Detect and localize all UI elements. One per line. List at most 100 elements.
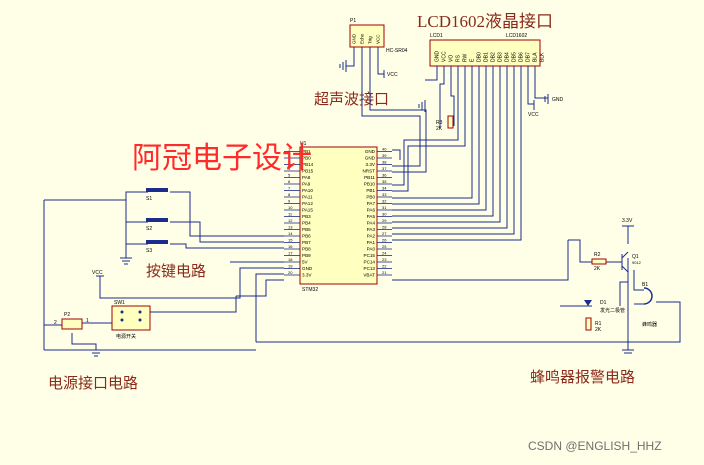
mcu-right-pin-label: PB1 bbox=[366, 188, 375, 193]
mcu-right-pin-label: PC14 bbox=[364, 260, 376, 265]
ultrasonic-vcc-label: VCC bbox=[387, 72, 398, 78]
resistor-r1: R1 2K bbox=[585, 317, 602, 333]
resistor-r2: R2 2K bbox=[591, 252, 607, 272]
title-ultrasonic-interface: 超声波接口 bbox=[314, 90, 389, 108]
switch-s1: S1 bbox=[146, 188, 168, 202]
lcd-pin-label: VCC bbox=[442, 51, 448, 62]
switch-s2: S2 bbox=[146, 218, 168, 232]
mcu-designator: U1 bbox=[300, 141, 307, 147]
title-key-circuit: 按键电路 bbox=[146, 262, 206, 280]
s3-label: S3 bbox=[146, 248, 152, 254]
lcd-pin-label: RS bbox=[456, 54, 462, 62]
sw1-designator: SW1 bbox=[114, 300, 125, 306]
mcu-right-pin-label: PC13 bbox=[364, 266, 376, 271]
r3-value: 2K bbox=[436, 126, 443, 132]
sw1-label: 电源开关 bbox=[116, 333, 136, 340]
lcd-pin-label: DB2 bbox=[491, 52, 497, 62]
lcd-pin-label: DB5 bbox=[512, 52, 518, 62]
mcu-left-pin-label: PB5 bbox=[302, 227, 311, 232]
r2-value: 2K bbox=[594, 266, 601, 272]
mcu-left-pin-label: PA12 bbox=[302, 201, 313, 206]
mcu-left-pin-number: 8 bbox=[288, 192, 291, 197]
mcu-right-pin-number: 29 bbox=[382, 218, 387, 223]
lcd-pin-label: DB0 bbox=[477, 52, 483, 62]
ultrasonic-part: HC-SR04 bbox=[386, 48, 408, 54]
mcu-left-pin-number: 2 bbox=[288, 153, 291, 158]
mcu-right-pin-number: 21 bbox=[382, 270, 387, 275]
led-d1: D1 发光二极管 bbox=[584, 300, 625, 314]
title-lcd-interface: LCD1602液晶接口 bbox=[417, 12, 553, 31]
vcc-symbol: VCC bbox=[92, 270, 104, 282]
power-switch-sw1: SW1 电源开关 bbox=[111, 300, 151, 340]
s2-label: S2 bbox=[146, 226, 152, 232]
lcd-pin-label: VO bbox=[449, 55, 455, 62]
lcd-pin-label: DB4 bbox=[505, 52, 511, 62]
transistor-q1 bbox=[621, 251, 629, 273]
v33-label: 3.3V bbox=[622, 218, 633, 224]
mcu-left-pin-label: PB14 bbox=[302, 162, 314, 167]
ultrasonic-designator: P1 bbox=[350, 18, 356, 24]
mcu-left-pin-number: 18 bbox=[288, 257, 293, 262]
watermark: CSDN @ENGLISH_HHZ bbox=[528, 439, 662, 453]
r1-label: R1 bbox=[595, 321, 602, 327]
mcu-left-pin-number: 3 bbox=[288, 160, 291, 165]
lcd-pin-label: E bbox=[470, 58, 476, 62]
p2-pin2: 2 bbox=[54, 320, 57, 326]
ultrasonic-pin-label: Echo bbox=[360, 33, 365, 44]
mcu-right-pin-number: 33 bbox=[382, 192, 387, 197]
mcu-right-pin-label: PA4 bbox=[367, 221, 376, 226]
lcd-designator: LCD1 bbox=[430, 33, 443, 39]
mcu-left-pin-label: 3.3V bbox=[302, 273, 312, 278]
mcu-left-pin-number: 20 bbox=[288, 270, 293, 275]
mcu-left-pin-number: 4 bbox=[288, 166, 291, 171]
mcu-right-pin-label: PA1 bbox=[367, 240, 376, 245]
lcd-pin-label: DB7 bbox=[526, 52, 532, 62]
ultrasonic-vcc-symbol: VCC bbox=[383, 70, 398, 78]
mcu-right-pin-label: VBAT bbox=[363, 273, 375, 278]
power-connector-p2: P2 1 2 bbox=[54, 312, 89, 330]
mcu-right-pin-number: 28 bbox=[382, 225, 387, 230]
s1-label: S1 bbox=[146, 196, 152, 202]
mcu-right-pin-number: 23 bbox=[382, 257, 387, 262]
mcu-left-pin-label: PB0 bbox=[302, 156, 311, 161]
mcu-right-pin-label: PA0 bbox=[367, 247, 376, 252]
mcu-left-pin-label: PB4 bbox=[302, 221, 311, 226]
mcu-right-pin-label: PA3 bbox=[367, 227, 376, 232]
key-gnd-symbol bbox=[120, 257, 132, 265]
switch-s3: S3 bbox=[146, 240, 168, 254]
mcu-right-pin-number: 32 bbox=[382, 199, 387, 204]
mcu-right-pin-label: NRST bbox=[362, 169, 375, 174]
mcu-right-pin-label: PA5 bbox=[367, 214, 376, 219]
mcu-left-pin-label: PA15 bbox=[302, 208, 313, 213]
lcd-gnd-symbol bbox=[418, 100, 426, 112]
mcu-right-pin-label: PC15 bbox=[364, 253, 376, 258]
mcu-right-pin-label: PA2 bbox=[367, 234, 376, 239]
title-power-circuit: 电源接口电路 bbox=[48, 374, 138, 392]
mcu-left-pin-number: 12 bbox=[288, 218, 293, 223]
mcu-right-pin-label: GND bbox=[365, 156, 376, 161]
ultrasonic-pin-label: GND bbox=[352, 33, 357, 44]
vcc-label: VCC bbox=[92, 270, 103, 276]
mcu-left-pin-number: 15 bbox=[288, 238, 293, 243]
mcu-right-pin-number: 34 bbox=[382, 186, 387, 191]
mcu-name: STM32 bbox=[302, 287, 318, 293]
mcu-right-pin-number: 39 bbox=[382, 153, 387, 158]
mcu-left-pin-label: PB3 bbox=[302, 214, 311, 219]
lcd-pin-label: RW bbox=[463, 53, 469, 62]
mcu-right-pin-number: 25 bbox=[382, 244, 387, 249]
ultrasonic-pin-label: VCC bbox=[376, 34, 381, 44]
lcd-pin-label: DB6 bbox=[519, 52, 525, 62]
b1-desc: 蜂鸣器 bbox=[642, 321, 657, 328]
mcu-left-pin-number: 14 bbox=[288, 231, 293, 236]
brand-title: 阿冠电子设计 bbox=[132, 141, 312, 176]
mcu-left-pin-number: 10 bbox=[288, 205, 293, 210]
mcu-right-pin-label: PA6 bbox=[367, 208, 376, 213]
mcu-right-pin-label: PA7 bbox=[367, 201, 376, 206]
r1-value: 2K bbox=[595, 327, 602, 333]
mcu-left-pin-label: 5V bbox=[302, 260, 309, 265]
ultrasonic-gnd-symbol bbox=[339, 60, 347, 72]
title-buzzer-circuit: 蜂鸣器报警电路 bbox=[530, 368, 635, 386]
b1-label: B1 bbox=[642, 282, 648, 288]
